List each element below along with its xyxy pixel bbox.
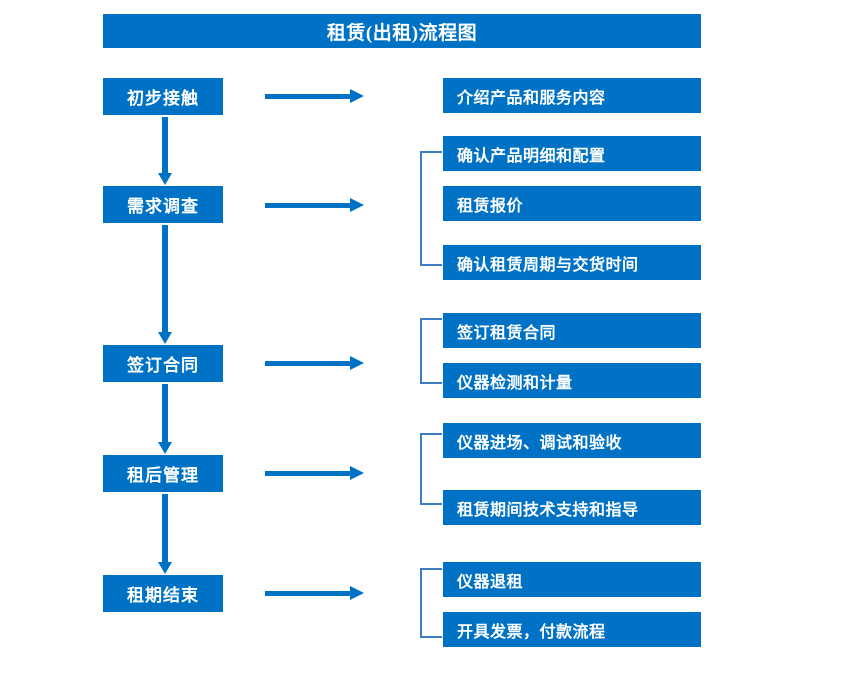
detail-box-instrument-return[interactable]: 仪器退租 <box>443 562 701 597</box>
detail-box-confirm-period[interactable]: 确认租赁周期与交货时间 <box>443 245 701 280</box>
detail-box-instrument-testing[interactable]: 仪器检测和计量 <box>443 363 701 398</box>
group-bracket-management <box>420 433 442 505</box>
diagram-title: 租赁(出租)流程图 <box>103 14 701 48</box>
detail-box-technical-support[interactable]: 租赁期间技术支持和指导 <box>443 490 701 525</box>
connector-arrow-down-3 <box>158 384 172 454</box>
stage-box-needs-survey[interactable]: 需求调查 <box>103 186 223 223</box>
connector-arrow-down-2 <box>158 225 172 344</box>
detail-box-introduce-products[interactable]: 介绍产品和服务内容 <box>443 78 701 113</box>
connector-arrow-right-2 <box>265 198 365 212</box>
detail-box-invoice-payment[interactable]: 开具发票，付款流程 <box>443 612 701 647</box>
group-bracket-contract <box>420 318 442 384</box>
detail-box-instrument-onsite[interactable]: 仪器进场、调试和验收 <box>443 423 701 458</box>
group-bracket-needs <box>420 151 442 266</box>
detail-box-sign-rental-contract[interactable]: 签订租赁合同 <box>443 313 701 348</box>
connector-arrow-right-3 <box>265 356 365 370</box>
connector-arrow-right-5 <box>265 586 365 600</box>
group-bracket-end <box>420 568 442 638</box>
detail-box-rental-quote[interactable]: 租赁报价 <box>443 186 701 221</box>
stage-box-lease-end[interactable]: 租期结束 <box>103 575 223 612</box>
stage-box-initial-contact[interactable]: 初步接触 <box>103 78 223 115</box>
connector-arrow-right-1 <box>265 89 365 103</box>
stage-box-post-rent-mgmt[interactable]: 租后管理 <box>103 455 223 492</box>
connector-arrow-down-4 <box>158 494 172 574</box>
detail-box-confirm-specs[interactable]: 确认产品明细和配置 <box>443 136 701 171</box>
stage-box-sign-contract[interactable]: 签订合同 <box>103 345 223 382</box>
connector-arrow-right-4 <box>265 466 365 480</box>
connector-arrow-down-1 <box>158 117 172 185</box>
